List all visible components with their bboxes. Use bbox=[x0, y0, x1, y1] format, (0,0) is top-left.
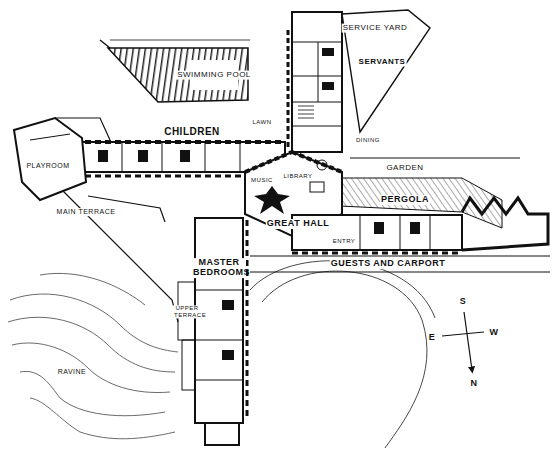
master-wing-part bbox=[195, 290, 243, 291]
children-wing-part bbox=[85, 140, 285, 144]
master-wing-part bbox=[222, 350, 234, 360]
area-label: LAWN bbox=[251, 119, 272, 126]
service-wing-part bbox=[287, 30, 290, 150]
service-wing-part bbox=[292, 12, 342, 152]
service-yard-part bbox=[350, 158, 520, 159]
wing-label: GUESTS AND CARPORT bbox=[330, 259, 447, 269]
guest-wing-part bbox=[430, 215, 431, 250]
service-wing-part bbox=[292, 102, 342, 103]
great-hall bbox=[245, 152, 342, 236]
service-wing-part bbox=[292, 126, 342, 127]
children-wing-part bbox=[30, 134, 70, 140]
ravine-contours-part bbox=[40, 273, 145, 305]
area-label: SWIMMING POOL bbox=[176, 71, 252, 80]
service-wing-part-part bbox=[298, 106, 314, 107]
service-wing bbox=[288, 12, 342, 152]
area-label: GARDEN bbox=[385, 164, 424, 173]
room-label: SERVANTS bbox=[358, 58, 407, 67]
service-yard-part bbox=[342, 10, 430, 132]
area-label: PERGOLA bbox=[380, 195, 430, 205]
compass-part bbox=[464, 312, 472, 370]
drive-curve-part bbox=[250, 261, 435, 318]
great-hall-part bbox=[245, 152, 292, 172]
great-hall-part bbox=[310, 182, 324, 192]
children-wing-part bbox=[85, 175, 245, 178]
service-yard bbox=[342, 10, 520, 158]
service-wing-part-part bbox=[298, 118, 314, 119]
compass-letter: E bbox=[428, 333, 437, 343]
guest-wing bbox=[250, 198, 550, 272]
master-wing-part bbox=[195, 380, 243, 381]
guest-wing-part bbox=[410, 222, 420, 234]
great-hall-part bbox=[317, 160, 327, 170]
great-hall-part bbox=[254, 186, 290, 214]
children-wing-part bbox=[162, 142, 163, 172]
guest-wing-part bbox=[462, 198, 548, 250]
children-wing-part bbox=[180, 150, 190, 162]
guest-wing-part bbox=[400, 215, 401, 250]
guest-wing-part bbox=[250, 256, 550, 257]
area-label: SERVICE YARD bbox=[342, 24, 409, 33]
ravine-contours-part bbox=[30, 398, 175, 439]
ravine-contours bbox=[8, 273, 178, 438]
room-label: ENTRY bbox=[332, 238, 357, 245]
master-wing bbox=[178, 218, 247, 445]
great-hall-part bbox=[292, 152, 342, 172]
service-wing-part bbox=[318, 42, 319, 102]
master-wing-part bbox=[195, 340, 243, 341]
children-wing-part bbox=[240, 142, 241, 172]
compass-letter: S bbox=[459, 297, 468, 307]
drive-curve bbox=[250, 261, 435, 448]
service-wing-part bbox=[292, 76, 342, 77]
wing-label: MASTER BEDROOMS bbox=[192, 258, 246, 278]
children-wing-part bbox=[14, 118, 86, 200]
children-wing-part bbox=[205, 142, 206, 172]
area-label: MAIN TERRACE bbox=[56, 208, 117, 216]
service-wing-part bbox=[298, 106, 314, 118]
master-wing-part bbox=[246, 220, 249, 420]
great-hall-part bbox=[245, 152, 342, 236]
area-label: RAVINE bbox=[57, 368, 88, 376]
service-wing-part bbox=[322, 82, 334, 90]
drive-curve-part bbox=[262, 271, 427, 448]
service-wing-part bbox=[322, 48, 334, 56]
master-wing-part bbox=[222, 300, 234, 310]
swimming-pool-part bbox=[100, 40, 110, 48]
guest-wing-part bbox=[250, 272, 550, 273]
master-wing-part bbox=[205, 423, 239, 445]
service-wing-part-part bbox=[298, 114, 314, 115]
compass-part bbox=[442, 332, 484, 336]
room-label: DINING bbox=[355, 137, 381, 144]
children-wing-part bbox=[138, 150, 148, 162]
compass-letter: W bbox=[489, 328, 500, 338]
guest-wing-part bbox=[374, 222, 384, 234]
ravine-contours-part bbox=[20, 371, 165, 415]
room-label: LIBRARY bbox=[282, 173, 313, 180]
room-label: PLAYROOM bbox=[25, 162, 70, 170]
guest-wing-part bbox=[360, 215, 361, 250]
ravine-contours-part bbox=[8, 317, 175, 372]
swimming-pool-part bbox=[110, 40, 250, 41]
children-wing-part bbox=[98, 150, 108, 162]
wing-label: CHILDREN bbox=[163, 126, 221, 137]
service-wing-part-part bbox=[298, 110, 314, 111]
service-wing-part bbox=[292, 42, 342, 43]
area-label: UPPER TERRACE bbox=[173, 305, 201, 318]
ravine-contours-part bbox=[12, 343, 170, 393]
room-label: MUSIC bbox=[250, 177, 274, 184]
guest-wing-part bbox=[292, 252, 462, 255]
compass bbox=[442, 312, 484, 370]
compass-letter: N bbox=[470, 379, 479, 389]
master-wing-part bbox=[195, 218, 243, 423]
master-wing-part bbox=[182, 340, 195, 390]
children-wing-part bbox=[122, 142, 123, 172]
room-label: GREAT HALL bbox=[266, 219, 330, 229]
